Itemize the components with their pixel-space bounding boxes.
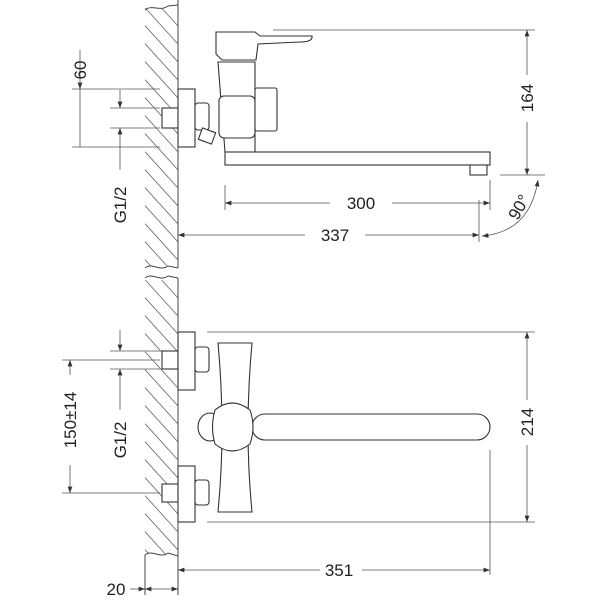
wall-hatch-line: [144, 61, 179, 99]
wall-hatch-lower: [144, 279, 179, 555]
dim-20-label: 20: [107, 580, 126, 599]
wall-hatch-line: [161, 7, 179, 27]
dim-337-label: 337: [321, 226, 349, 245]
wall-hatch-line: [144, 43, 179, 81]
wall-hatch-line: [144, 169, 179, 207]
wall-hatch-line: [161, 279, 179, 299]
dim-351-label: 351: [325, 561, 353, 580]
wall-hatch-line: [144, 423, 179, 461]
wall-hatch-line: [144, 133, 179, 171]
wall-hatch-line: [144, 441, 179, 479]
wall-hatch-line: [144, 259, 151, 267]
wall-hatch-line: [144, 351, 179, 389]
dim-164-label: 164: [518, 84, 537, 112]
dim-60-label: 60: [71, 61, 90, 80]
dim-g12-top-label: G1/2: [111, 187, 130, 224]
wall-hatch-line: [144, 25, 179, 63]
wall-hatch-line: [144, 297, 179, 335]
wall-hatch-line: [144, 115, 179, 153]
dim-300-label: 300: [347, 194, 375, 213]
dimensions: [62, 29, 545, 592]
wall-hatch-line: [144, 205, 179, 243]
wall-hatch-upper: [144, 7, 179, 267]
wall-hatch-line: [144, 369, 179, 407]
wall-hatch-line: [144, 315, 179, 353]
wall-hatch-line: [144, 387, 179, 425]
wall-hatch-line: [145, 279, 179, 317]
wall-hatch-line: [144, 151, 179, 189]
faucet-side-view: [161, 31, 491, 176]
wall-hatch-line: [144, 187, 179, 225]
dim-214-label: 214: [518, 408, 537, 436]
dim-150-label: 150±14: [61, 392, 80, 449]
dim-g12-bottom-label: G1/2: [111, 422, 130, 459]
wall-hatch-line: [144, 513, 179, 551]
wall-hatch-line: [144, 495, 179, 533]
wall-hatch-line: [144, 241, 168, 267]
dim-90-label: 90°: [505, 191, 534, 223]
wall-hatch-line: [144, 531, 166, 555]
wall-hatch-line: [144, 223, 179, 261]
faucet-top-view: [161, 331, 491, 523]
wall-hatch-line: [145, 7, 179, 45]
wall-hatch-line: [144, 405, 179, 443]
